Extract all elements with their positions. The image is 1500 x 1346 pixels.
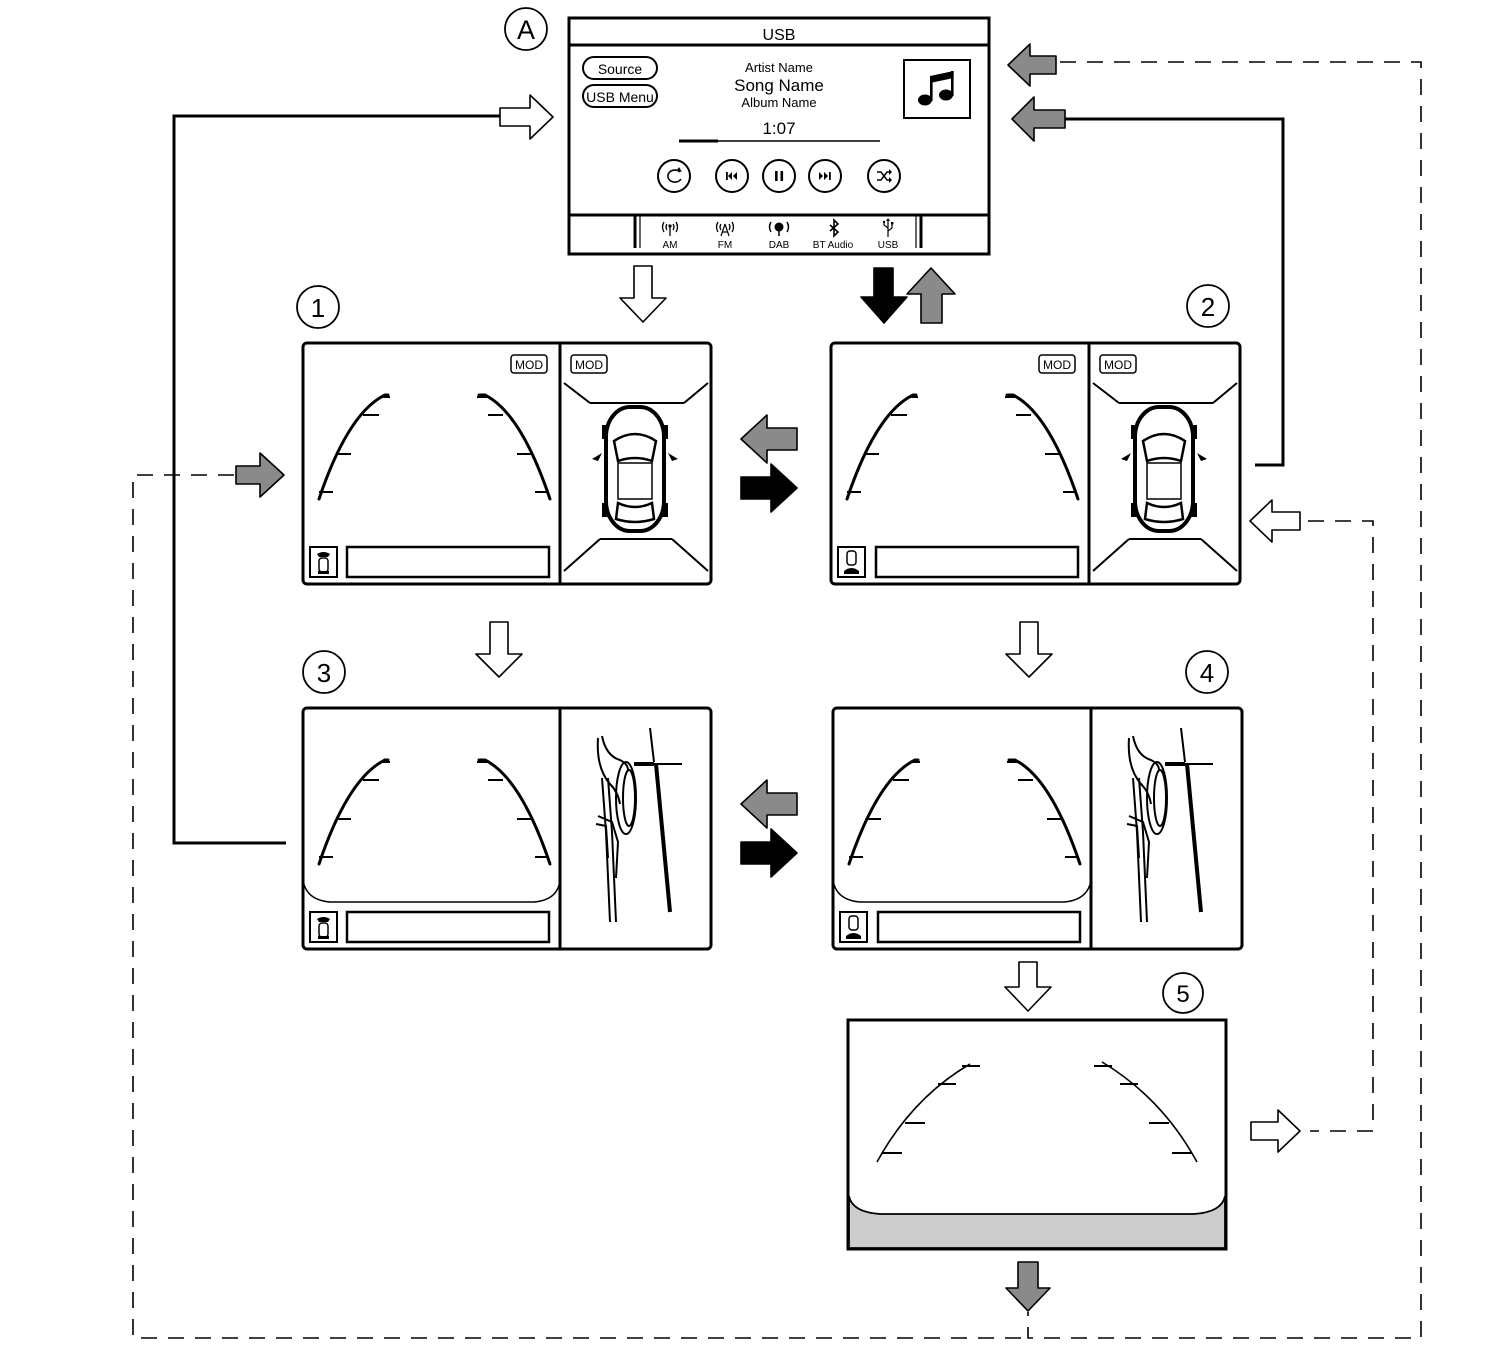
dab-antenna-icon [768,221,790,236]
music-note-icon [918,71,954,106]
source-tab-am[interactable]: AM [661,221,679,251]
arrow-1-to-2 [740,463,798,513]
arrow-5-to-2 [1250,1109,1301,1153]
svg-text:FM: FM [718,240,732,251]
usb-screen: USB Source USB Menu Artist Name Song Nam… [567,16,991,256]
svg-text:USB Menu: USB Menu [586,89,654,105]
usb-menu-button[interactable]: USB Menu [582,84,658,108]
album-art [903,59,971,119]
arrow-5-to-usb [1005,1261,1051,1312]
repeat-icon [667,167,682,183]
callout-a: A [504,7,548,51]
svg-text:3: 3 [317,658,331,688]
repeat-button[interactable] [657,159,691,193]
arrow-usb-to-1 [619,265,667,323]
mod-badge-main[interactable]: MOD [510,354,548,374]
arrow-4-to-5 [1004,961,1052,1012]
view-toggle-icon[interactable] [837,546,866,578]
mod-badge-main[interactable]: MOD [1038,354,1076,374]
arrow-to-usb-from-2 [1011,96,1066,142]
next-track-icon [819,172,831,180]
svg-text:DAB: DAB [769,240,790,251]
flow-arrows [235,43,1301,1312]
source-tab-dab[interactable]: DAB [768,221,790,251]
mod-badge-side[interactable]: MOD [570,354,608,374]
svg-text:A: A [517,15,535,45]
callouts: A 1 2 3 4 5 [296,7,1230,1014]
next-track-button[interactable] [808,159,842,193]
camera-view-5 [846,1018,1228,1251]
svg-text:AM: AM [663,240,678,251]
arrow-2-to-usb [906,267,956,324]
source-tab-fm[interactable]: FM [715,221,735,251]
view-toggle-icon[interactable] [309,911,338,943]
source-button[interactable]: Source [582,56,658,80]
svg-text:5: 5 [1176,981,1189,1008]
previous-track-icon [726,172,737,180]
svg-text:BT Audio: BT Audio [813,240,854,251]
svg-text:4: 4 [1200,658,1214,688]
svg-text:2: 2 [1201,292,1215,322]
artist-name: Artist Name [745,60,813,75]
svg-text:Source: Source [598,61,643,77]
camera-view-3 [301,706,713,951]
callout-3: 3 [302,650,346,694]
svg-text:MOD: MOD [575,358,603,372]
arrow-4-to-3 [740,779,798,829]
bumper-outline [832,879,1092,903]
mod-badge-side[interactable]: MOD [1099,354,1137,374]
bluetooth-icon [829,218,840,238]
playback-time: 1:07 [762,119,795,138]
callout-2: 2 [1186,284,1230,328]
arrow-usb-to-2 [860,267,908,324]
rear-guidelines-wide [876,1061,1198,1163]
arrow-to-view-2 [1249,499,1301,543]
pause-button[interactable] [762,159,796,193]
arrow-2-to-1 [740,414,798,464]
message-bar [345,910,551,944]
song-name: Song Name [734,76,824,95]
svg-text:1: 1 [311,293,325,323]
callout-5: 5 [1162,972,1204,1014]
view-toggle-icon[interactable] [839,911,868,943]
arrow-3-to-4 [740,828,798,878]
rear-bumper [848,1195,1226,1249]
bumper-outline [302,879,561,903]
fm-antenna-icon [715,221,735,237]
camera-view-4 [831,706,1244,951]
am-antenna-icon [661,221,679,236]
message-bar [876,910,1082,944]
svg-text:MOD: MOD [1104,358,1132,372]
arrow-2-to-4 [1005,621,1053,678]
arrow-to-usb-from-left [499,94,554,140]
arrow-to-usb-from-5 [1007,43,1057,87]
source-tab-bt-audio[interactable]: BT Audio [813,218,854,251]
message-bar [345,545,551,579]
usb-icon [882,218,894,237]
svg-text:MOD: MOD [1043,358,1071,372]
callout-4: 4 [1185,650,1229,694]
camera-view-1: MOD MOD [301,341,713,586]
connector-lines [132,61,1422,1339]
arrow-to-view-1 [235,452,285,498]
shuffle-icon [877,169,892,183]
shuffle-button[interactable] [867,159,901,193]
camera-view-2: MOD MOD [829,341,1242,586]
callout-1: 1 [296,285,340,329]
source-tab-usb[interactable]: USB [878,218,899,251]
pause-icon [775,171,784,181]
view-toggle-icon[interactable] [309,546,338,578]
album-name: Album Name [741,95,816,110]
usb-screen-title: USB [763,27,796,44]
previous-track-button[interactable] [715,159,749,193]
svg-text:MOD: MOD [515,358,543,372]
message-bar [874,545,1080,579]
arrow-1-to-3 [475,621,523,678]
svg-text:USB: USB [878,240,899,251]
